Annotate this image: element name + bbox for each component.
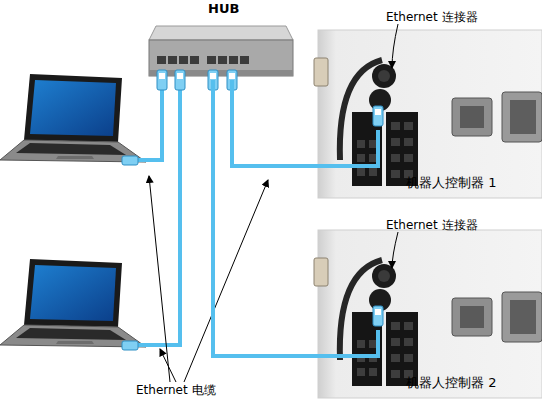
node-text: HUB [208, 2, 239, 16]
laptop-cable [138, 80, 180, 345]
connector-label: Ethernet 连接器 [386, 10, 478, 24]
leader-arrow [149, 24, 398, 382]
cable-inside [316, 130, 378, 356]
ethernet-cable [213, 80, 318, 356]
node-text: 机器人控制器 2 [406, 376, 496, 390]
hub-body [149, 26, 293, 76]
cable-label: Ethernet 电缆 [136, 383, 216, 397]
controller-panel [314, 30, 542, 198]
node-text: 机器人控制器 1 [406, 176, 496, 190]
connector-label: Ethernet 连接器 [386, 218, 478, 232]
controller-node: 机器人控制器 1 [318, 30, 542, 198]
laptop [0, 74, 146, 162]
controller-panel [314, 230, 542, 398]
laptop [0, 259, 146, 347]
controller-node: 机器人控制器 2 [318, 230, 542, 400]
rj45-plug [122, 70, 383, 350]
hub-node: HUB [148, 0, 294, 80]
ethernet-cable [232, 80, 318, 166]
